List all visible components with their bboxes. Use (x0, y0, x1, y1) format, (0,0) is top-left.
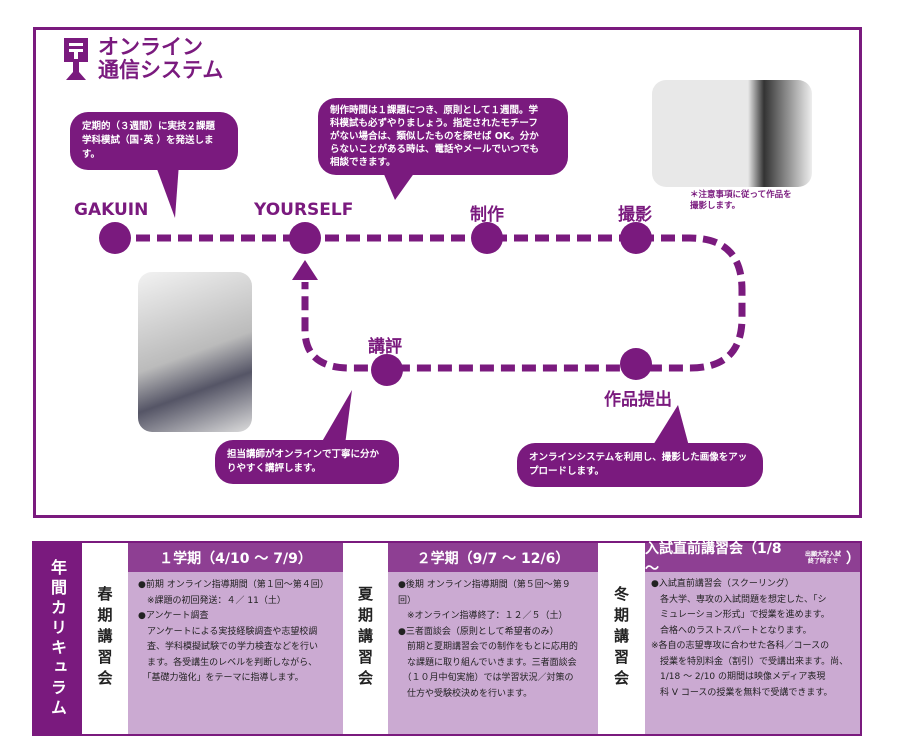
term-2-header: ２学期（9/7 ～ 12/6） (388, 543, 598, 572)
title-line1: オンライン (98, 35, 203, 59)
photo-shooting (652, 80, 812, 187)
bubble-seisaku: 制作時間は１課題につき、原則として１週間。学 科模試も必ずやりましょう。指定され… (318, 98, 568, 175)
bubble-tail (650, 405, 690, 450)
term-1-body: ●前期 オンライン指導期間（第１回～第４回） ※課題の初回発送：４／ 11（土）… (138, 580, 329, 683)
step-dot-gakuin (99, 222, 131, 254)
bubble-tail (320, 390, 352, 445)
step-gakuin: GAKUIN (74, 200, 149, 220)
spring-course: 春期講習会 (95, 586, 114, 691)
summer-course: 夏期講習会 (356, 586, 374, 691)
step-seisaku: 制作 (470, 205, 504, 225)
step-dot-teishutsu (620, 348, 652, 380)
bubble-kouhyou: 担当講師がオンラインで丁寧に分か りやすく講評します。 (215, 440, 399, 484)
term-3: 入試直前講習会（1/8 ～ 出願大学入試終了時まで ） ●入試直前講習会（スクーリン… (645, 541, 862, 734)
winter-course: 冬期講習会 (612, 586, 630, 691)
term-2-body: ●後期 オンライン指導期間（第５回～第９回） ※オンライン指導終了：１２／５（土… (398, 580, 578, 699)
page-title: オンライン通信システム (62, 36, 223, 82)
step-teishutsu: 作品提出 (604, 390, 672, 410)
term-3-header: 入試直前講習会（1/8 ～ (645, 540, 782, 577)
post-logo-icon (62, 36, 90, 80)
photo-caption: ＊注意事項に従って作品を 撮影します。 (690, 190, 792, 211)
photo-lesson (138, 272, 252, 432)
term-1: １学期（4/10 ～ 7/9） ●前期 オンライン指導期間（第１回～第４回） ※… (128, 543, 343, 734)
title-line2: 通信システム (98, 58, 224, 82)
step-dot-seisaku (471, 222, 503, 254)
term-1-header: １学期（4/10 ～ 7/9） (128, 543, 343, 572)
curriculum-table: 年間カリキュラム 春期講習会 １学期（4/10 ～ 7/9） ●前期 オンライン… (32, 541, 862, 736)
step-dot-satsuei (620, 222, 652, 254)
term-3-header-end: ） (846, 550, 860, 567)
step-satsuei: 撮影 (618, 205, 652, 225)
term-2: ２学期（9/7 ～ 12/6） ●後期 オンライン指導期間（第５回～第９回） ※… (388, 543, 598, 734)
online-system-panel (33, 27, 862, 518)
bubble-send: 定期的（３週間）に実技２課題 学科模試（国･英 ）を発送します。 (70, 112, 238, 170)
step-yourself: YOURSELF (254, 200, 354, 220)
step-dot-yourself (289, 222, 321, 254)
term-3-body: ●入試直前講習会（スクーリング） 各大学、専攻の入試問題を想定した、「シ ミュレ… (651, 579, 849, 698)
arrow-up-icon (292, 260, 318, 280)
step-dot-kouhyou (371, 354, 403, 386)
step-kouhyou: 講評 (368, 337, 402, 357)
bubble-upload: オンラインシステムを利用し、撮影した画像をアッ プロードします。 (517, 443, 763, 487)
curriculum-label: 年間カリキュラム (32, 543, 82, 734)
dashed-route (115, 234, 746, 372)
term-3-header-note: 出願大学入試終了時まで (805, 550, 842, 565)
